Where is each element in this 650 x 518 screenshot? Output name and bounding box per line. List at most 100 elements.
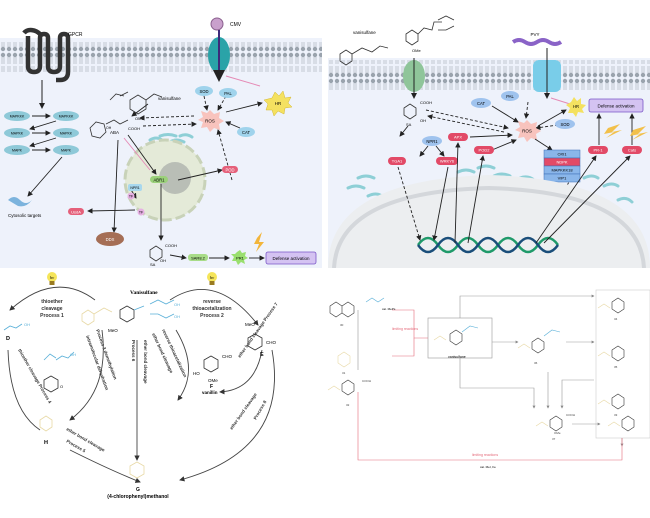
cell-membrane bbox=[0, 42, 322, 72]
diagram-connector bbox=[131, 103, 149, 117]
diagram-connector bbox=[392, 338, 415, 357]
diagram-connector bbox=[425, 109, 509, 130]
diagram-shape bbox=[4, 111, 30, 121]
diagram-label: cat. MePs bbox=[382, 307, 396, 311]
diagram-connector bbox=[351, 45, 389, 55]
diagram-label: SOD bbox=[199, 89, 208, 94]
diagram-connector bbox=[459, 358, 536, 409]
diagram-connector bbox=[129, 461, 145, 479]
diagram-connector bbox=[403, 103, 417, 120]
diagram-connector bbox=[178, 133, 194, 139]
diagram-connector bbox=[169, 288, 259, 326]
diagram-shape bbox=[127, 192, 135, 200]
products-box bbox=[595, 289, 650, 439]
diagram-label: HR bbox=[573, 104, 579, 109]
diagram-connector bbox=[476, 164, 496, 170]
diagram-connector bbox=[43, 375, 59, 393]
diagram-label: 34 bbox=[614, 317, 618, 321]
diagram-connector bbox=[437, 15, 455, 21]
diagram-connector bbox=[109, 93, 125, 101]
diagram-shape bbox=[89, 91, 163, 139]
diagram-label: O bbox=[60, 384, 63, 389]
diagram-label: CHO bbox=[222, 354, 232, 359]
diagram-connector bbox=[158, 133, 178, 138]
diagram-shape bbox=[4, 128, 30, 138]
diagram-connector bbox=[607, 421, 621, 427]
diagram-shape bbox=[209, 281, 215, 285]
diagram-connector bbox=[582, 174, 600, 180]
diagram-shape bbox=[501, 91, 519, 101]
diagram-label: Defense activation bbox=[597, 104, 635, 109]
nucleolus bbox=[159, 162, 191, 194]
diagram-connector bbox=[523, 101, 530, 119]
diagram-connector bbox=[346, 184, 366, 190]
diagram-label: hν bbox=[210, 275, 214, 280]
diagram-label: 31 bbox=[342, 371, 346, 375]
diagram-shape bbox=[68, 208, 84, 215]
cmv-pathway-diagram: GPCR CMV MAPKKK MAPKKK MAPKK MAPKK MAPK … bbox=[0, 0, 322, 267]
diagram-label: cat. MeI, Fe bbox=[480, 465, 496, 469]
diagram-label: PAL bbox=[224, 91, 232, 96]
panel-metabolism-scheme: limiting reactions limiting reactions ca… bbox=[322, 270, 650, 518]
diagram-label: COOH bbox=[420, 100, 432, 105]
sar82-node: SAR8.2 bbox=[191, 256, 206, 261]
diagram-label: 30 bbox=[340, 323, 344, 327]
diagram-label: PR1 bbox=[236, 256, 245, 261]
usda-node: UsdA bbox=[71, 210, 81, 215]
vanisulfane-box bbox=[427, 317, 493, 359]
diagram-connector bbox=[392, 309, 428, 339]
compound-h-label: H bbox=[44, 440, 48, 446]
diagram-shape bbox=[137, 208, 145, 216]
limiting-reactions-label: limiting reactions bbox=[392, 327, 418, 331]
diagram-label: ROS bbox=[522, 129, 532, 134]
diagram-label: 36 bbox=[534, 361, 538, 365]
diagram-label: SA bbox=[406, 122, 412, 127]
diagram-connector bbox=[405, 29, 419, 46]
diagram-label: reverse bbox=[203, 299, 221, 305]
diagram-connector bbox=[29, 137, 57, 148]
diagram-connector bbox=[449, 329, 463, 346]
pod-node: POD bbox=[225, 168, 234, 173]
defense-activation-box bbox=[265, 251, 317, 265]
panel-photodegradation: hν hν thioether cleavage Process 1 rever… bbox=[0, 270, 322, 518]
diagram-connector bbox=[357, 392, 623, 461]
diagram-connector bbox=[149, 299, 175, 305]
diagram-connector bbox=[69, 449, 141, 483]
mitochondrion-icon bbox=[96, 232, 124, 246]
diagram-label: DDX bbox=[106, 237, 115, 242]
diagram-shape bbox=[422, 136, 442, 146]
diagram-connector bbox=[341, 379, 355, 396]
diagram-shape bbox=[150, 176, 168, 183]
diagram-connector bbox=[87, 208, 136, 214]
cmv-virus-icon bbox=[210, 17, 224, 31]
diagram-connector bbox=[543, 155, 631, 244]
limiting-reactions-label: limiting reactions bbox=[472, 453, 498, 457]
diagram-connector bbox=[537, 109, 567, 127]
diagram-label: cleavage bbox=[41, 306, 62, 312]
diagram-connector bbox=[142, 121, 197, 127]
diagram-connector bbox=[491, 139, 517, 151]
diagram-label: Process 2 bbox=[200, 313, 224, 319]
diagram-shape bbox=[471, 98, 491, 108]
diagram-connector bbox=[560, 379, 594, 409]
diagram-label: Process 8 bbox=[253, 399, 268, 420]
diagram-label: OH bbox=[174, 302, 180, 307]
diagram-connector bbox=[416, 236, 560, 254]
diagram-connector bbox=[427, 114, 505, 133]
diagram-label: OMe bbox=[412, 48, 421, 53]
diagram-connector bbox=[93, 307, 113, 315]
diagram-connector bbox=[356, 174, 376, 180]
lightning-icon bbox=[254, 232, 264, 252]
diagram-shape bbox=[128, 184, 142, 191]
panel-cmv-pathway: GPCR CMV MAPKKK MAPKKK MAPKK MAPKK MAPK … bbox=[0, 0, 322, 268]
cell-membrane bbox=[328, 60, 650, 90]
diagram-shape bbox=[225, 101, 263, 129]
lightning-icon bbox=[604, 124, 622, 138]
npr1-node: NPR1 bbox=[426, 139, 438, 144]
diagram-label: Process 6 bbox=[131, 340, 136, 362]
cmv-label: CMV bbox=[230, 22, 242, 28]
diagram-shape bbox=[588, 146, 608, 154]
lightning-icon bbox=[630, 126, 648, 140]
diagram-shape: APX POD2 TGA1 WRKY6 PR-1 Cats bbox=[388, 133, 642, 165]
diagram-shape bbox=[39, 351, 75, 432]
